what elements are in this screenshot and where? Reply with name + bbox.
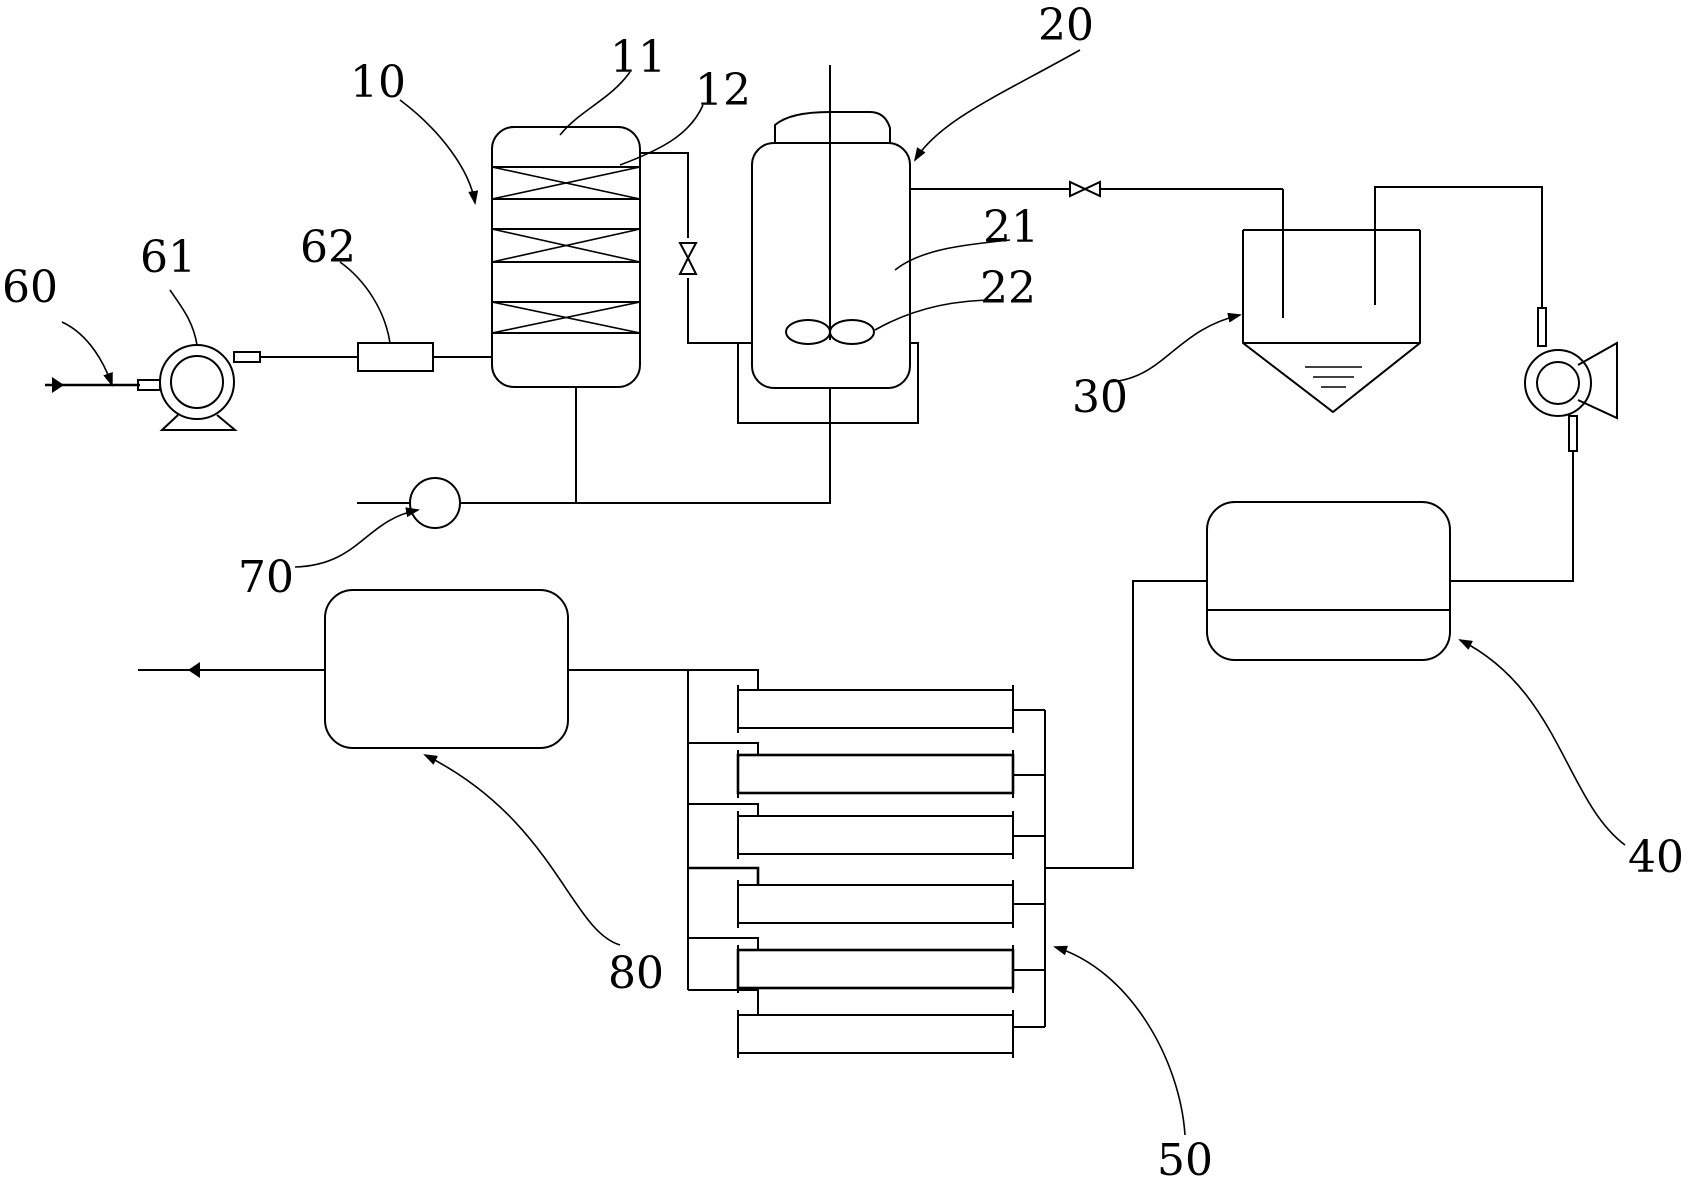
- label-20: 20: [1038, 0, 1094, 51]
- label-50: 50: [1157, 1135, 1213, 1183]
- steam-line-70: [357, 387, 831, 529]
- label-30: 30: [1072, 372, 1128, 423]
- reactor-20: [737, 65, 919, 424]
- label-70: 70: [238, 552, 294, 603]
- valve-tower-reactor: [678, 242, 698, 275]
- label-10: 10: [350, 57, 406, 108]
- membrane-module: [688, 866, 1045, 928]
- label-22: 22: [980, 263, 1036, 314]
- transfer-pump: [1450, 307, 1618, 582]
- tank-40: [1206, 501, 1451, 661]
- pipe-tank40-to-membranes: [1045, 580, 1207, 869]
- label-61: 61: [140, 232, 196, 283]
- label-40: 40: [1628, 832, 1684, 883]
- filter-62: [357, 342, 493, 372]
- label-80: 80: [608, 948, 664, 999]
- valve-reactor-tank: [1069, 180, 1101, 198]
- label-21: 21: [983, 202, 1039, 253]
- label-62: 62: [300, 222, 356, 273]
- membrane-bank-50: [687, 669, 1046, 1058]
- label-12: 12: [695, 65, 751, 116]
- tower-10: [491, 126, 641, 388]
- tank-80: [324, 589, 569, 749]
- membrane-module: [688, 989, 1045, 1058]
- leaders: [61, 49, 1626, 1136]
- label-11: 11: [610, 32, 666, 83]
- label-60: 60: [2, 262, 58, 313]
- pipe-reactor-to-tank: [910, 188, 1284, 318]
- pipe-tank-to-pump: [1374, 186, 1543, 308]
- inlet-line: [45, 377, 140, 393]
- pipe-tower-to-reactor: [640, 152, 752, 344]
- membrane-module: [688, 937, 1045, 993]
- membrane-module: [688, 669, 1045, 733]
- settling-tank-30: [1242, 229, 1421, 414]
- outlet-line: [138, 662, 325, 678]
- pump-61: [137, 344, 261, 431]
- membrane-module: [688, 742, 1045, 798]
- membrane-module: [688, 803, 1045, 859]
